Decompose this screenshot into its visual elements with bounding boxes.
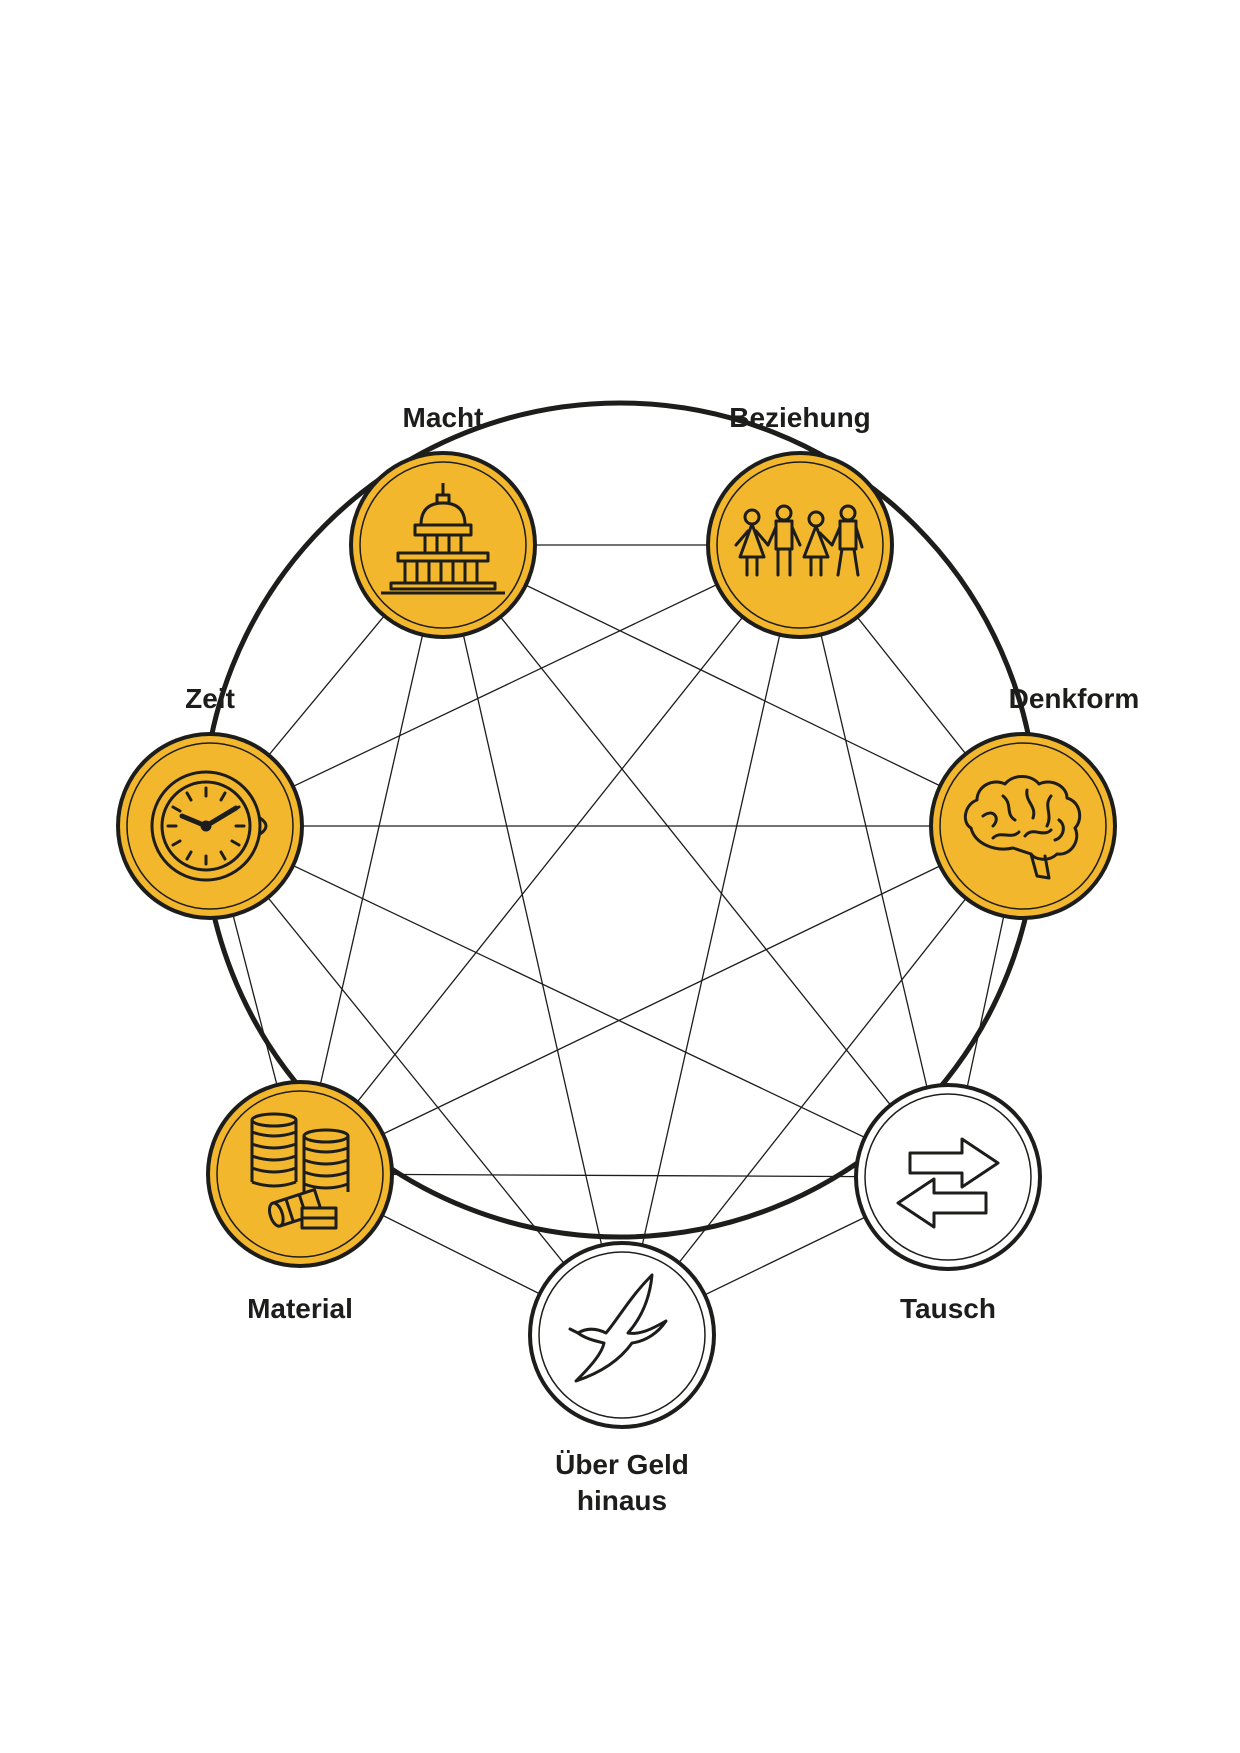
node-label-ueber-geld-line2: hinaus (577, 1485, 667, 1516)
connection-line (799, 544, 949, 1178)
node-disc (854, 1083, 1042, 1271)
connection-line (442, 544, 623, 1336)
exchange-arrows-icon (896, 1137, 1000, 1229)
node-inner-ring (939, 742, 1107, 910)
node-label-tausch: Tausch (900, 1293, 996, 1324)
node-material[interactable]: Material (206, 1080, 394, 1324)
connection-line (621, 544, 801, 1336)
node-tausch[interactable]: Tausch (854, 1083, 1042, 1324)
node-inner-ring (538, 1251, 706, 1419)
node-label-zeit: Zeit (185, 683, 235, 714)
capitol-building-icon (381, 483, 505, 595)
coin-stacks-icon (250, 1112, 350, 1230)
node-label-denkform: Denkform (1009, 683, 1140, 714)
connection-line (442, 544, 1024, 827)
clock-icon (150, 770, 268, 882)
node-disc (206, 1080, 394, 1268)
connection-line (299, 544, 444, 1175)
connection-line (299, 1173, 949, 1178)
node-inner-ring (216, 1090, 384, 1258)
node-denkform[interactable]: Denkform (929, 683, 1140, 920)
connection-line (299, 544, 801, 1175)
flying-bird-icon (568, 1273, 668, 1383)
node-label-macht: Macht (403, 402, 484, 433)
people-holding-hands-icon (734, 504, 864, 577)
node-macht[interactable]: Macht (349, 402, 537, 639)
node-inner-ring (359, 461, 527, 629)
connection-line (209, 825, 623, 1336)
node-inner-ring (716, 461, 884, 629)
brain-icon (963, 775, 1082, 880)
node-disc (349, 451, 537, 639)
connection-line (299, 825, 1024, 1175)
node-zeit[interactable]: Zeit (116, 683, 304, 920)
node-disc (929, 732, 1117, 920)
node-label-beziehung: Beziehung (729, 402, 871, 433)
connection-line (209, 544, 801, 827)
node-inner-ring (126, 742, 294, 910)
node-inner-ring (864, 1093, 1032, 1261)
node-label-ueber-geld-line1: Über Geld (555, 1449, 689, 1480)
connection-line (209, 825, 949, 1178)
connection-line (442, 544, 949, 1178)
connection-line (621, 825, 1024, 1336)
node-ueber-geld-hinaus[interactable]: Über Geld hinaus (528, 1241, 716, 1516)
node-disc (528, 1241, 716, 1429)
node-beziehung[interactable]: Beziehung (706, 402, 894, 639)
node-label-material: Material (247, 1293, 353, 1324)
